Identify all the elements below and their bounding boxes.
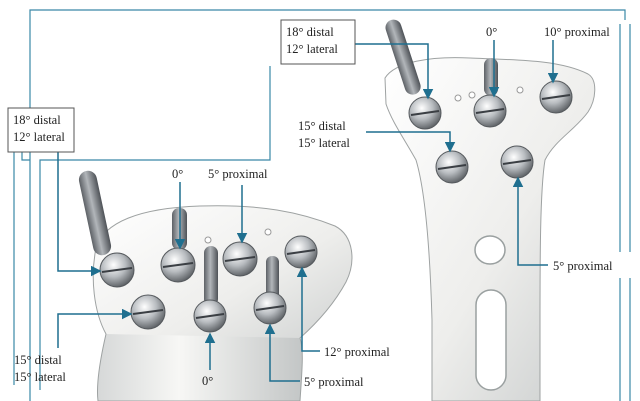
label-bl-low-distal: 15° distal — [14, 353, 62, 367]
label-tr-prox5: 5° proximal — [553, 259, 613, 273]
screw-icon — [474, 95, 506, 127]
screw-icon — [540, 81, 572, 113]
label-tr-mid-distal: 15° distal — [298, 119, 346, 133]
label-bl-lateral: 12° lateral — [13, 130, 65, 144]
label-bl-prox12: 12° proximal — [324, 345, 390, 359]
screw-icon — [501, 146, 533, 178]
screw-icon — [131, 295, 165, 329]
label-bl-prox5-bottom: 5° proximal — [304, 375, 364, 389]
label-bl-zero-top: 0° — [172, 167, 183, 181]
plate-bottom-left — [93, 206, 352, 401]
label-bl-distal: 18° distal — [13, 113, 61, 127]
label-bl-prox5-top: 5° proximal — [208, 167, 268, 181]
label-tr-distal: 18° distal — [286, 25, 334, 39]
screw-icon — [161, 248, 195, 282]
screw-icon — [254, 292, 286, 324]
label-tr-prox10: 10° proximal — [544, 25, 610, 39]
label-tr-lateral: 12° lateral — [286, 42, 338, 56]
screw-icon — [194, 300, 226, 332]
screw-icon — [223, 242, 257, 276]
screw-icon — [436, 151, 468, 183]
screw-icon — [100, 253, 134, 287]
screw-icon — [285, 236, 317, 268]
screw-icon — [409, 97, 441, 129]
label-bl-low-lateral: 15° lateral — [14, 370, 66, 384]
label-bl-zero-bottom: 0° — [202, 374, 213, 388]
label-tr-mid-lateral: 15° lateral — [298, 136, 350, 150]
label-tr-zero: 0° — [486, 25, 497, 39]
